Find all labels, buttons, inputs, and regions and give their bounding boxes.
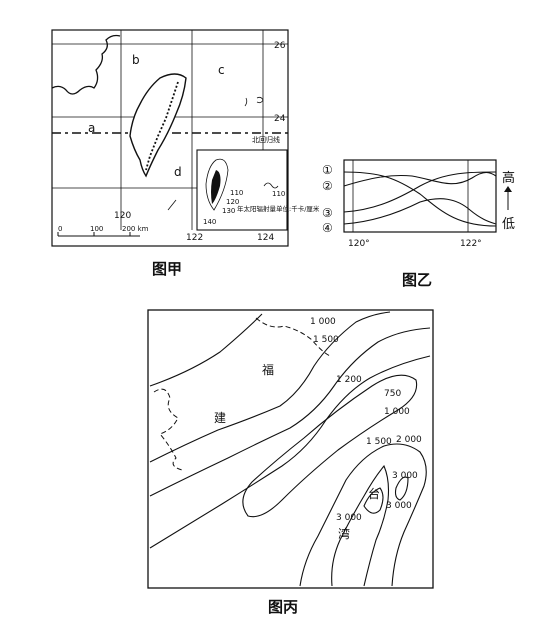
- marker-3: ③: [322, 206, 333, 220]
- isoline-label-3000-c: 3 000: [336, 513, 362, 523]
- place-label-fu: 福: [262, 362, 274, 377]
- letter-b: b: [132, 53, 140, 67]
- inset-value-140: 140: [203, 218, 216, 226]
- taiwan-coastline: [331, 464, 390, 587]
- lat-label-24: 24: [274, 114, 286, 124]
- place-label-wan: 湾: [338, 526, 350, 541]
- map-jia-frame: [51, 29, 289, 247]
- map-bing-frame: [147, 309, 434, 589]
- lon-label-120: 120: [114, 211, 131, 221]
- isoline-label-1000-east: 1 000: [384, 407, 410, 417]
- isoline-label-750: 750: [384, 389, 401, 399]
- inset-value-110: 110: [230, 189, 243, 197]
- marker-1: ①: [322, 163, 333, 177]
- letter-a: a: [88, 121, 95, 135]
- chart-yi-frame: [343, 159, 497, 233]
- tropic-label: 北回归线: [252, 135, 280, 144]
- inset-isoline-outer: [205, 158, 229, 211]
- islet: [167, 199, 177, 211]
- inset-legend: 年太阳辐射量单位:千卡/厘米: [237, 204, 320, 213]
- place-label-tai: 台: [368, 486, 380, 501]
- province-boundary-west: [153, 388, 183, 471]
- mainland-coastline: [51, 34, 121, 95]
- inset-isoline-east: [263, 182, 279, 189]
- scale-label-0: 0: [58, 225, 62, 233]
- isoline-label-2000: 2 000: [396, 435, 422, 445]
- caption-jia: 图甲: [152, 260, 182, 278]
- map-bing: 福 建 台 湾 1 000 1 500 1 200 750 1 000 1 50…: [147, 309, 434, 616]
- inset-isoline-core: [211, 170, 221, 204]
- x-label-120: 120°: [348, 239, 370, 249]
- isoline-3000-core-north: [363, 487, 384, 514]
- scale-bar: 0 100 200 km: [57, 225, 149, 237]
- y-arrow-head: [504, 186, 512, 192]
- isoline-1200: [149, 311, 391, 463]
- isoline-750: [149, 327, 431, 497]
- fujian-isoline-1500-west: [149, 313, 263, 387]
- letter-c: c: [218, 63, 225, 77]
- scale-label-100: 100: [90, 225, 103, 233]
- letter-d: d: [174, 165, 182, 179]
- isoline-label-3000-b: 3 000: [386, 501, 412, 511]
- lon-label-124: 124: [257, 233, 274, 243]
- isoline-label-1000-top: 1 000: [310, 317, 336, 327]
- province-boundary-north: [255, 317, 331, 357]
- isoline-label-1500-loop: 1 500: [366, 437, 392, 447]
- y-label-high: 高: [502, 170, 515, 186]
- chart-yi: ① ② ③ ④ 120° 122° 高 低 图乙: [322, 159, 515, 289]
- islet: [256, 96, 264, 104]
- isoline-label-1500-top: 1 500: [313, 335, 339, 345]
- y-label-low: 低: [502, 217, 515, 232]
- isoline-2000: [299, 443, 427, 587]
- inset-value-130: 130: [222, 207, 235, 215]
- curve-1: [343, 171, 497, 227]
- curve-2: [343, 171, 497, 187]
- marker-2: ②: [322, 179, 333, 193]
- map-jia: a b c d 26 24 北回归线 120 122 124 0 100 200…: [51, 29, 320, 278]
- isoline-label-1200: 1 200: [336, 375, 362, 385]
- caption-yi: 图乙: [402, 271, 432, 289]
- x-label-122: 122°: [460, 239, 482, 249]
- isoline-3000-core-east: [394, 476, 409, 501]
- scale-label-200: 200 km: [122, 225, 149, 233]
- inset-value-120: 120: [226, 198, 239, 206]
- taiwan-island: [129, 73, 187, 178]
- marker-4: ④: [322, 221, 333, 235]
- caption-bing: 图丙: [268, 598, 298, 616]
- isoline-label-3000-a: 3 000: [392, 471, 418, 481]
- lat-label-26: 26: [274, 41, 286, 51]
- place-label-jian: 建: [214, 411, 226, 425]
- islet: [244, 97, 248, 107]
- curve-3: [343, 171, 497, 213]
- radiation-inset: 110 120 130 140 110 年太阳辐射量单位:千卡/厘米: [196, 149, 320, 231]
- lon-label-122: 122: [186, 233, 203, 243]
- curve-4: [343, 198, 497, 225]
- inset-value-110-east: 110: [272, 190, 285, 198]
- isoline-1000-east: [149, 355, 431, 549]
- central-mountain-range: [145, 81, 179, 171]
- isoline-1500-loop: [242, 374, 418, 518]
